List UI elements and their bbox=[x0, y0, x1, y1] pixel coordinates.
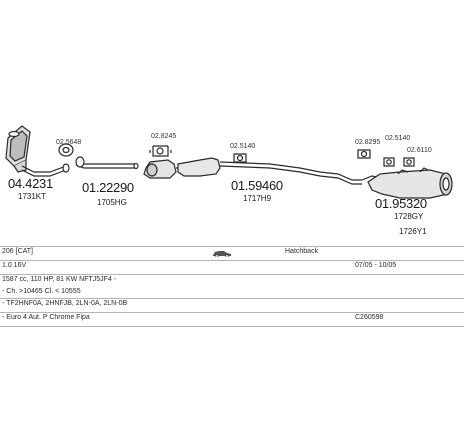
exhaust-system-drawing bbox=[5, 125, 453, 199]
table-cell: 1587 cc, 110 HP, 81 KW NFTJ5JF4 - bbox=[2, 276, 117, 283]
part-reference: 1717H9 bbox=[243, 194, 272, 203]
part-number: 01.95320 bbox=[375, 196, 427, 211]
accessory-label: 02.8245 bbox=[151, 133, 177, 140]
clamp-icon bbox=[357, 149, 415, 167]
gasket-icon bbox=[58, 143, 74, 157]
table-cell: - TF2HNF0A, 2HNFJB, 2LN-0A, 2LN-0B bbox=[2, 300, 128, 307]
table-cell: - Euro 4 Aut. P Chrome Fipa bbox=[2, 314, 90, 321]
accessory-label: 02.5140 bbox=[385, 135, 411, 142]
part-reference: 1731KT bbox=[18, 192, 47, 201]
accessory-label: 02.5648 bbox=[56, 139, 82, 146]
part-number: 01.59460 bbox=[231, 178, 283, 193]
part-reference: 1705HG bbox=[97, 198, 127, 207]
car-icon bbox=[212, 249, 232, 259]
table-row: 1.0 16V 07/05 - 10/05 bbox=[0, 260, 464, 274]
clamp-icon bbox=[233, 153, 247, 163]
rear-silencer-icon bbox=[361, 167, 453, 199]
table-row: - TF2HNF0A, 2HNFJB, 2LN-0A, 2LN-0B bbox=[0, 298, 464, 312]
table-cell: 206 [CAT] bbox=[2, 248, 33, 255]
table-row: - Euro 4 Aut. P Chrome Fipa C260598 bbox=[0, 312, 464, 326]
part-reference: 1726Y1 bbox=[399, 227, 427, 236]
intermediate-pipe-icon bbox=[75, 156, 139, 170]
part-number: 01.22290 bbox=[82, 180, 134, 195]
table-row: - Ch. >10465 Cl. < 10555 bbox=[0, 286, 464, 298]
table-cell: C260598 bbox=[355, 314, 384, 321]
table-cell: 1.0 16V bbox=[2, 262, 27, 269]
accessory-label: 02.6110 bbox=[407, 147, 432, 154]
table-cell: - Ch. >10465 Cl. < 10555 bbox=[2, 288, 81, 295]
table-cell: 07/05 - 10/05 bbox=[355, 262, 397, 269]
table-row: 1587 cc, 110 HP, 81 KW NFTJ5JF4 - bbox=[0, 274, 464, 286]
accessory-label: 02.8295 bbox=[355, 139, 381, 146]
part-reference: 1728GY bbox=[394, 212, 424, 221]
table-row: 206 [CAT] Hatchback bbox=[0, 246, 464, 260]
front-pipe-icon bbox=[21, 163, 70, 177]
clamp-icon bbox=[149, 145, 172, 157]
table-cell: Hatchback bbox=[285, 248, 319, 255]
catalytic-converter-icon bbox=[5, 125, 31, 173]
accessory-label: 02.5140 bbox=[230, 143, 256, 150]
middle-silencer-icon bbox=[143, 157, 362, 185]
part-number: 04.4231 bbox=[8, 176, 53, 191]
